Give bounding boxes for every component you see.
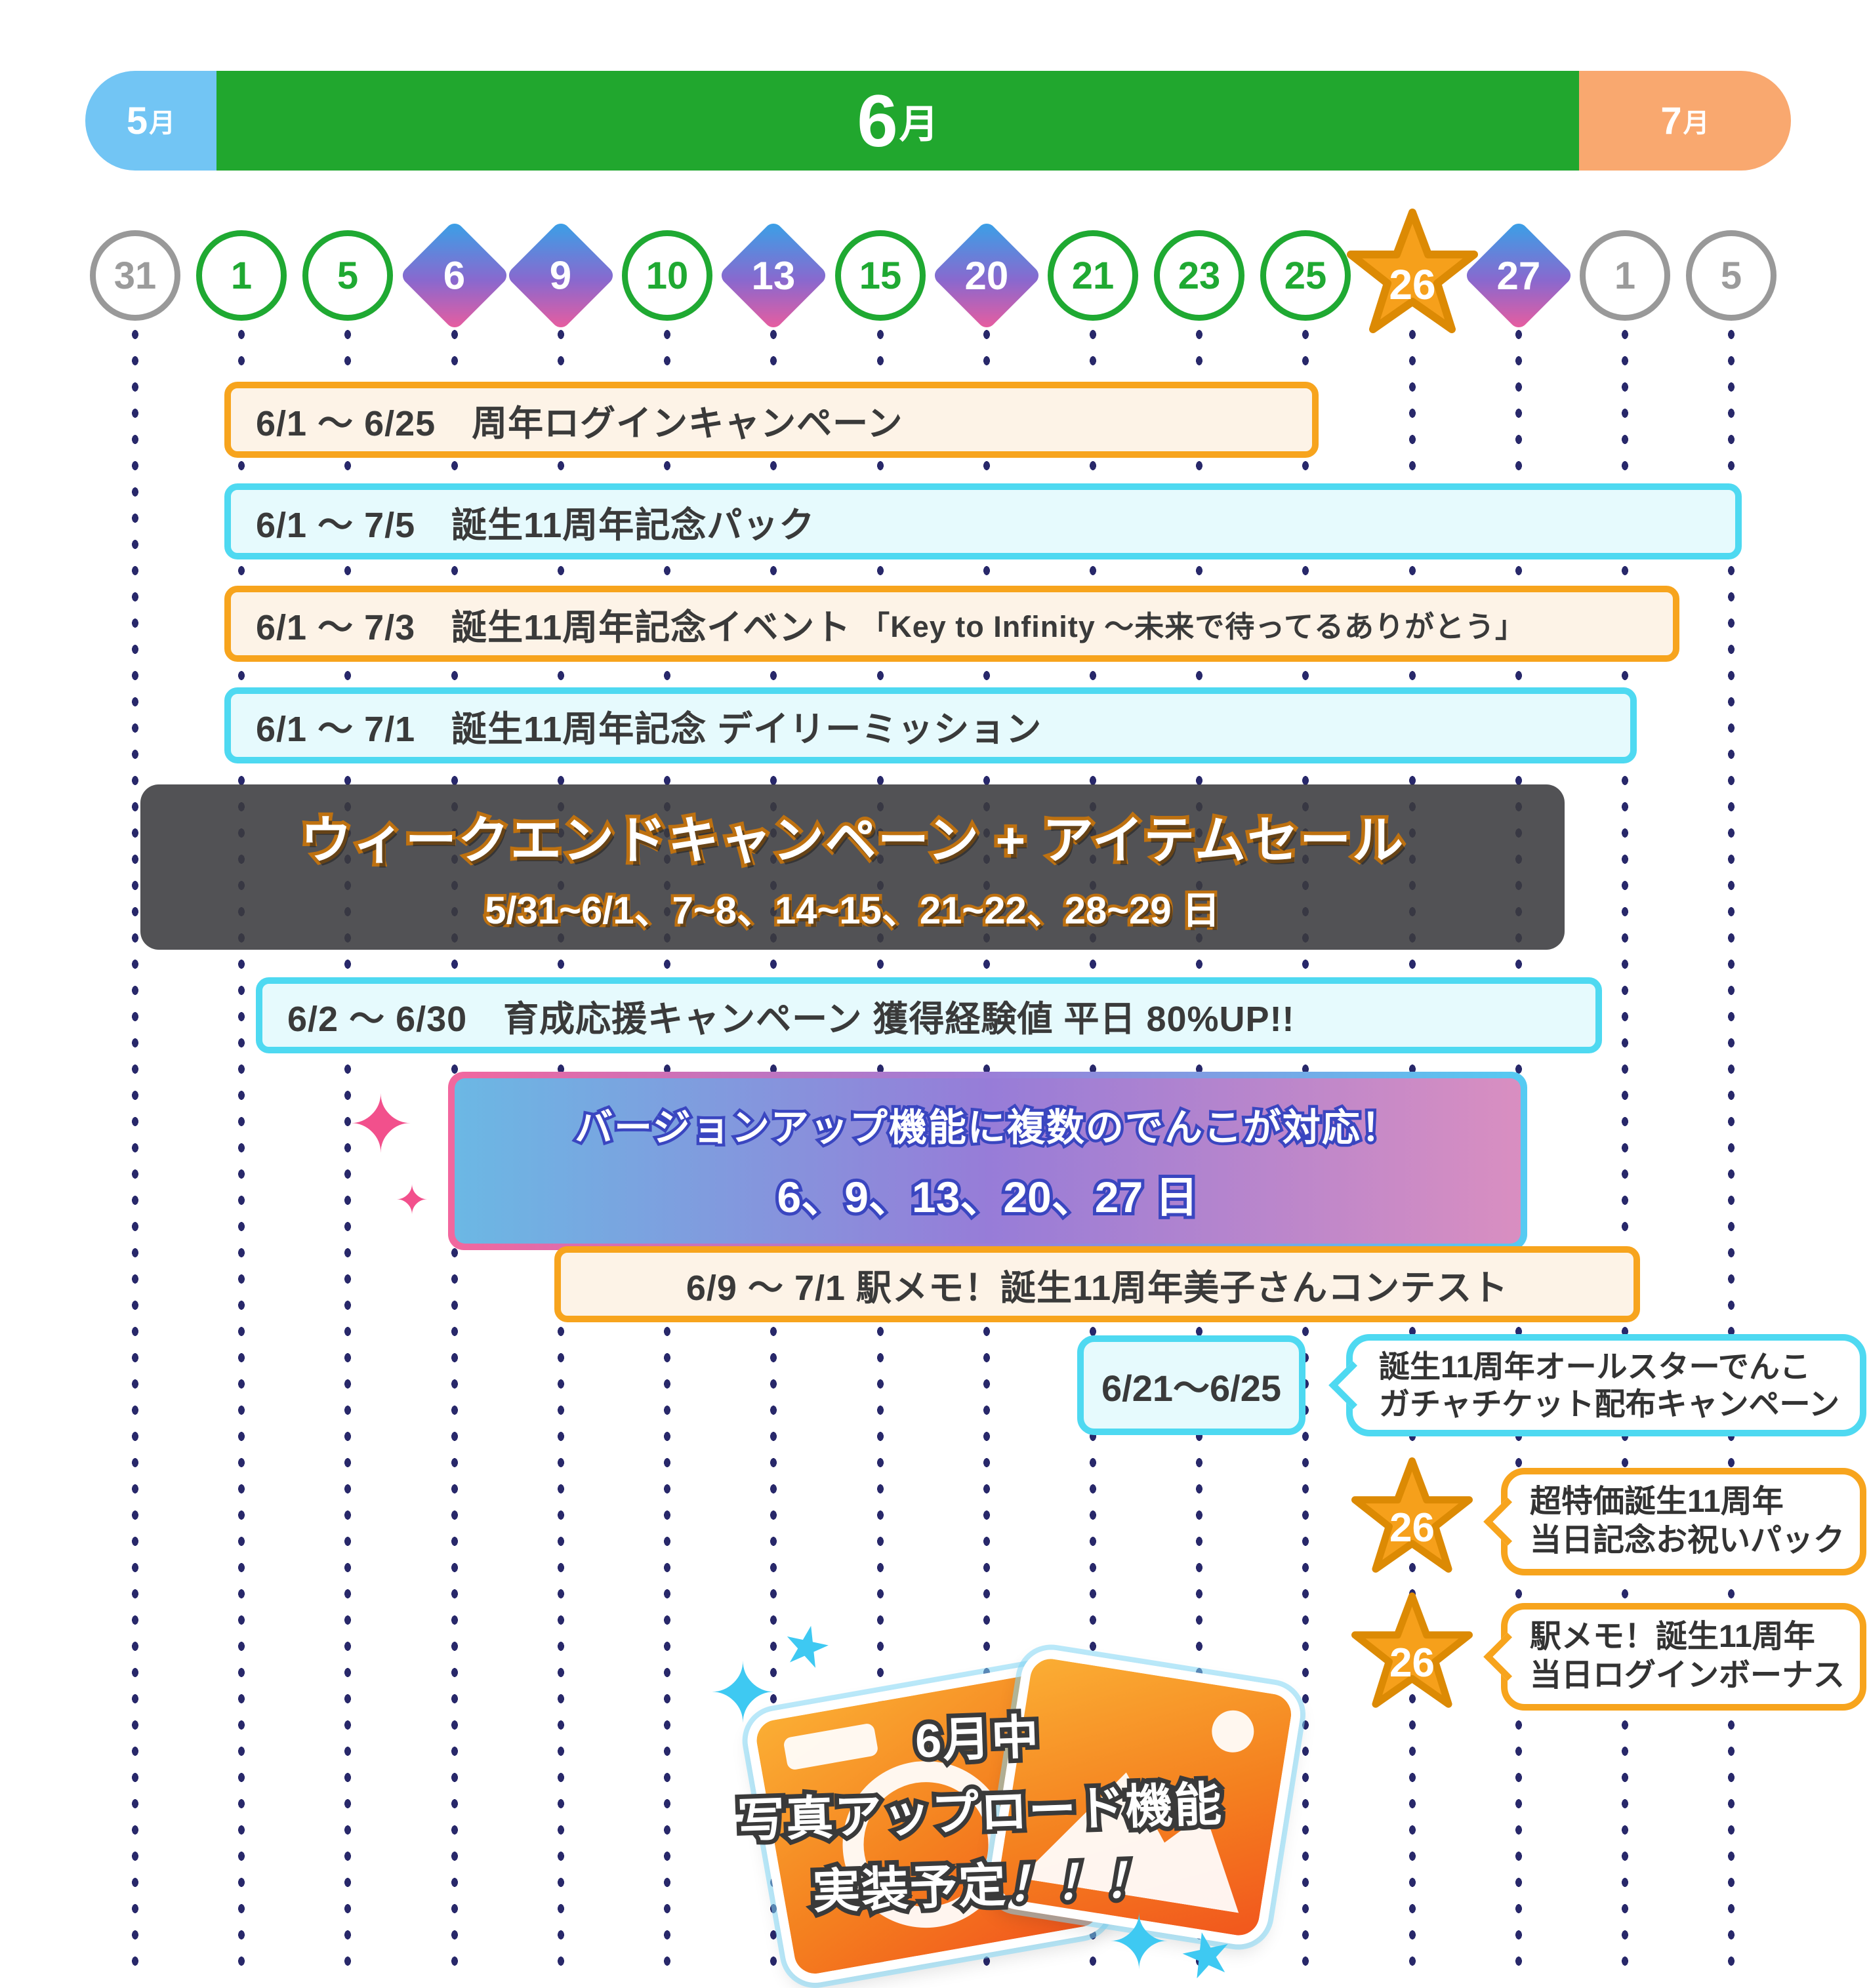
- weekend-dates: 5/31~6/1、7~8、14~15、21~22、28~29 日: [482, 887, 1223, 935]
- callout-gacha-ticket: 誕生11周年オールスターでんこ ガチャチケット配布キャンペーン: [1328, 1334, 1866, 1436]
- callout-notch-icon: [1328, 1361, 1377, 1410]
- exclamation-marks: ！！！: [1001, 1850, 1158, 1917]
- day-marker-13: 13: [718, 220, 829, 331]
- day-marker-25: 25: [1260, 230, 1351, 321]
- event-label: 6/1 ～ 6/25 周年ログインキャンペーン: [256, 403, 903, 443]
- event-range-box-gacha: 6/21～6/25: [1077, 1335, 1305, 1435]
- event-label: 6/1 ～ 7/1 誕生11周年記念 デイリーミッション: [256, 709, 1042, 749]
- month-unit: 月: [899, 102, 939, 146]
- event-bar-login-campaign: 6/1 ～ 6/25 周年ログインキャンペーン: [224, 382, 1319, 458]
- event-label: 6/1 ～ 7/3 誕生11周年記念イベント: [256, 607, 852, 647]
- event-bar-weekend-campaign: ウィークエンドキャンペーン + アイテムセール 5/31~6/1、7~8、14~…: [140, 784, 1565, 950]
- month-number: 7: [1660, 99, 1682, 142]
- day-marker-july-5: 5: [1686, 230, 1777, 321]
- sparkle-icon: [395, 1181, 429, 1221]
- event-range: 6/21～6/25: [1101, 1367, 1281, 1409]
- callout-line1: 超特価誕生11周年: [1530, 1484, 1784, 1520]
- star-sparkle-icon: [777, 1614, 836, 1678]
- timeline-gridline: [131, 328, 139, 1971]
- callout-line2: ガチャチケット配布キャンペーン: [1379, 1387, 1840, 1421]
- month-number: 6: [857, 79, 898, 162]
- callout-celebration-pack: 超特価誕生11周年 当日記念お祝いパック: [1483, 1468, 1866, 1575]
- day-marker-july-1: 1: [1580, 230, 1670, 321]
- event-bar-daily-mission: 6/1 ～ 7/1 誕生11周年記念 デイリーミッション: [224, 687, 1637, 763]
- day-marker-23: 23: [1154, 230, 1244, 321]
- event-bar-anniversary-event: 6/1 ～ 7/3 誕生11周年記念イベント 「Key to Infinity …: [224, 586, 1679, 662]
- timeline-gridline: [237, 328, 245, 1971]
- month-unit: 月: [1683, 109, 1710, 138]
- weekend-title: ウィークエンドキャンペーン + アイテムセール: [297, 808, 1407, 873]
- callout-notch-icon: [1483, 1633, 1532, 1681]
- day-marker-20: 20: [931, 220, 1042, 331]
- timeline-gridline: [1727, 328, 1735, 1971]
- event-bar-miko-contest: 6/9 ～ 7/1 駅メモ！誕生11周年美子さんコンテスト: [554, 1246, 1640, 1322]
- day-marker-27: 27: [1463, 220, 1574, 331]
- day-marker-21: 21: [1048, 230, 1138, 321]
- day-26-star-icon: 26: [1351, 1592, 1473, 1714]
- sparkle-icon: [348, 1085, 414, 1164]
- callout-notch-icon: [1483, 1497, 1532, 1546]
- month-number: 5: [126, 99, 148, 142]
- callout-line2: 当日記念お祝いパック: [1530, 1523, 1845, 1558]
- day-marker-15: 15: [835, 230, 926, 321]
- callout-line2: 当日ログインボーナス: [1530, 1658, 1845, 1693]
- day-marker-26-star-icon: 26: [1347, 209, 1478, 340]
- day-marker-31: 31: [90, 230, 180, 321]
- month-unit: 月: [149, 109, 176, 138]
- event-subtitle: 「Key to Infinity ～未来で待ってるありがとう」: [860, 609, 1525, 643]
- event-bar-anniversary-pack: 6/1 ～ 7/5 誕生11周年記念パック: [224, 483, 1742, 559]
- callout-line1: 駅メモ！誕生11周年: [1530, 1619, 1815, 1655]
- day-26-star-icon: 26: [1351, 1457, 1473, 1579]
- event-bar-version-up: バージョンアップ機能に複数のでんこが対応！ 6、9、13、20、27 日: [448, 1072, 1527, 1250]
- event-label: 6/1 ～ 7/5 誕生11周年記念パック: [256, 505, 815, 545]
- version-up-days: 6、9、13、20、27 日: [774, 1169, 1202, 1225]
- callout-login-bonus: 駅メモ！誕生11周年 当日ログインボーナス: [1483, 1603, 1866, 1711]
- day-marker-6: 6: [399, 220, 510, 331]
- day-marker-10: 10: [622, 230, 712, 321]
- photo-upload-badge: 6月中 写真アップロード機能 実装予定！！！: [648, 1692, 1311, 1935]
- callout-line1: 誕生11周年オールスターでんこ: [1379, 1349, 1811, 1384]
- event-bar-training-campaign: 6/2 ～ 6/30 育成応援キャンペーン 獲得経験値 平日 80%UP!!: [256, 977, 1602, 1053]
- version-up-line1: バージョンアップ機能に複数のでんこが対応！: [572, 1104, 1403, 1152]
- day-marker-5: 5: [302, 230, 393, 321]
- event-label: 6/9 ～ 7/1 駅メモ！誕生11周年美子さんコンテスト: [686, 1268, 1509, 1308]
- event-label: 6/2 ～ 6/30 育成応援キャンペーン 獲得経験値 平日 80%UP!!: [287, 999, 1295, 1039]
- day-marker-9: 9: [505, 220, 617, 331]
- day-marker-1: 1: [196, 230, 287, 321]
- timeline-gridline: [1621, 328, 1629, 1971]
